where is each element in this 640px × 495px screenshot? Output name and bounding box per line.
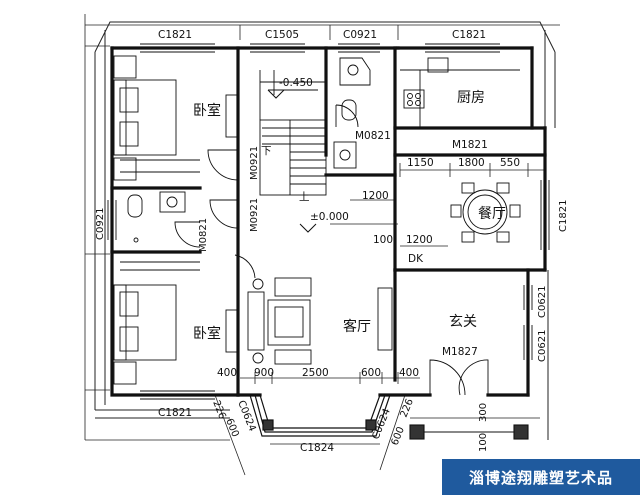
fixtures — [127, 57, 520, 243]
door-label-m1827: M1827 — [442, 346, 478, 358]
door-label-m0921-a: M0921 — [249, 146, 260, 180]
stair-label-down: 下 — [261, 145, 272, 157]
stair-label-dk: DK — [408, 253, 424, 265]
watermark-banner: 淄博途翔雕塑艺术品 — [442, 459, 640, 495]
dim-label-1200-b: 1200 — [406, 234, 433, 246]
window-label-foyer-b: C0621 — [537, 330, 548, 362]
furniture-bedrooms — [113, 55, 239, 385]
door-label-m1821: M1821 — [452, 139, 488, 151]
entrance-porch — [409, 424, 529, 440]
dim-label-1800: 1800 — [458, 157, 485, 169]
window-markings — [107, 43, 550, 400]
dim-label-100-b: 100 — [478, 433, 489, 452]
furniture-living — [247, 277, 393, 365]
room-label-foyer: 玄关 — [449, 313, 477, 330]
stair-label-up: 上 — [299, 191, 310, 203]
window-label-bottom-mid: C1824 — [300, 442, 334, 454]
window-label-foyer-a: C0621 — [537, 286, 548, 318]
level-label-ground: ±0.000 — [310, 211, 349, 223]
door-label-m0821-a: M0821 — [355, 130, 391, 142]
bay-window — [249, 394, 391, 437]
window-label-top-right: C1821 — [452, 29, 486, 41]
staircase — [259, 70, 327, 196]
room-label-living: 客厅 — [343, 318, 371, 335]
dining-table — [450, 182, 521, 243]
window-label-top-mid: C1505 — [265, 29, 299, 41]
dim-label-1150: 1150 — [407, 157, 434, 169]
window-label-right-side: C1821 — [558, 200, 569, 232]
window-label-top-small: C0921 — [343, 29, 377, 41]
dim-label-400-b: 400 — [399, 367, 419, 379]
level-markers — [267, 89, 318, 233]
dim-label-600-c: 600 — [390, 425, 407, 447]
door-label-m0821-b: M0821 — [198, 218, 209, 252]
window-label-bottom-left: C1821 — [158, 407, 192, 419]
room-label-bedroom-top: 卧室 — [193, 102, 221, 119]
eave-outline — [94, 21, 556, 440]
room-label-bedroom-bottom: 卧室 — [193, 325, 221, 342]
dim-label-2500: 2500 — [302, 367, 329, 379]
dim-label-300: 300 — [478, 403, 489, 422]
dimension-lines — [84, 14, 560, 476]
window-label-left-side: C0921 — [95, 208, 106, 240]
door-swings — [174, 104, 489, 396]
dim-label-400-a: 400 — [217, 367, 237, 379]
dim-label-900: 900 — [254, 367, 274, 379]
dim-label-600-b: 600 — [223, 417, 240, 439]
dim-label-100: 100 — [373, 234, 393, 246]
room-label-dining: 餐厅 — [478, 206, 506, 222]
room-label-kitchen: 厨房 — [457, 90, 485, 106]
dim-label-600: 600 — [361, 367, 381, 379]
dim-label-1200-a: 1200 — [362, 190, 389, 202]
window-label-top-left: C1821 — [158, 29, 192, 41]
dim-label-550: 550 — [500, 157, 520, 169]
door-label-m0921-b: M0921 — [249, 198, 260, 232]
level-label-lower: -0.450 — [279, 77, 313, 89]
dim-label-226-b: 226 — [399, 397, 416, 419]
